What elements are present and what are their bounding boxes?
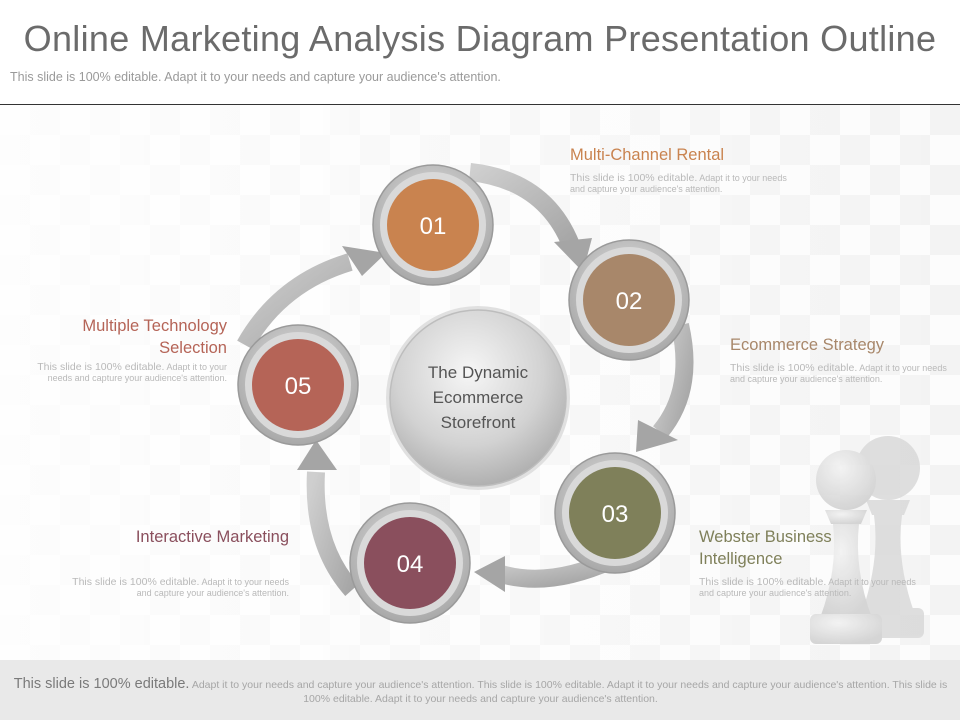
step-node-04: 04: [349, 502, 471, 624]
step-node-05: 05: [237, 324, 359, 446]
front-pawn-icon: [810, 450, 882, 644]
step-title-05-line-2: Selection: [159, 339, 227, 357]
step-desc-lead-04: This slide is 100% editable.: [72, 576, 200, 588]
arrowhead-05: [297, 440, 337, 470]
footer-text: This slide is 100% editable. Adapt it to…: [8, 677, 953, 706]
page-title: Online Marketing Analysis Diagram Presen…: [23, 18, 937, 59]
arrow-02-to-03: [652, 322, 694, 438]
arrow-01-to-02: [468, 163, 580, 249]
cycle-diagram: The Dynamic Ecommerce Storefront 01 02 0…: [237, 163, 924, 644]
step-number-03: 03: [602, 501, 629, 528]
center-line-3: Storefront: [441, 413, 516, 432]
step-node-03: 03: [554, 452, 676, 574]
cycle-arrows: [237, 163, 694, 596]
step-desc-lead-05: This slide is 100% editable.: [37, 361, 165, 373]
step-number-02: 02: [616, 288, 643, 315]
arrowhead-01: [342, 246, 386, 276]
arrowhead-03: [636, 420, 678, 452]
step-desc-lead-03: This slide is 100% editable.: [699, 576, 827, 588]
step-desc-lead-02: This slide is 100% editable.: [730, 362, 858, 374]
step-desc-03: This slide is 100% editable. Adapt it to…: [699, 577, 924, 599]
step-title-02: Ecommerce Strategy: [730, 336, 885, 354]
step-desc-rest-05: Adapt it to your needs and capture your …: [47, 362, 227, 383]
step-desc-lead-01: This slide is 100% editable.: [570, 172, 698, 184]
footer-lead: This slide is 100% editable.: [13, 676, 190, 692]
step-number-05: 05: [285, 373, 312, 400]
footer-bar: This slide is 100% editable. Adapt it to…: [0, 660, 960, 720]
step-title-03: Webster Business Intelligence: [699, 526, 832, 570]
step-desc-rest-04: Adapt it to your needs and capture your …: [136, 577, 289, 598]
step-title-03-line-2: Intelligence: [699, 550, 783, 568]
header-divider: [0, 104, 960, 105]
step-title-01: Multi-Channel Rental: [570, 146, 725, 164]
center-hub: The Dynamic Ecommerce Storefront: [386, 306, 570, 490]
page-subtitle: This slide is 100% editable. Adapt it to…: [10, 70, 501, 84]
step-desc-02: This slide is 100% editable. Adapt it to…: [730, 363, 955, 385]
center-line-1: The Dynamic: [428, 363, 529, 382]
step-desc-04: This slide is 100% editable. Adapt it to…: [64, 577, 289, 599]
arrow-05-to-01: [237, 253, 353, 350]
step-node-02: 02: [568, 239, 690, 361]
step-node-01: 01: [372, 164, 494, 286]
step-title-05-line-1: Multiple Technology: [82, 317, 227, 335]
step-desc-05: This slide is 100% editable. Adapt it to…: [12, 362, 227, 384]
step-number-04: 04: [397, 551, 424, 578]
arrow-04-to-05: [306, 471, 359, 596]
chess-pawns-decoration: [810, 436, 924, 644]
step-title-04: Interactive Marketing: [135, 528, 289, 546]
center-line-2: Ecommerce: [433, 388, 524, 407]
step-desc-01: This slide is 100% editable. Adapt it to…: [570, 173, 795, 195]
step-desc-rest-02: Adapt it to your needs and capture your …: [730, 363, 947, 384]
step-title-05: Multiple Technology Selection: [20, 315, 227, 359]
step-desc-rest-01: Adapt it to your needs and capture your …: [570, 173, 787, 194]
step-number-01: 01: [420, 213, 447, 240]
step-desc-rest-03: Adapt it to your needs and capture your …: [699, 577, 916, 598]
arrowhead-04: [474, 556, 505, 592]
footer-rest: Adapt it to your needs and capture your …: [191, 679, 948, 705]
step-title-03-line-1: Webster Business: [699, 528, 832, 546]
